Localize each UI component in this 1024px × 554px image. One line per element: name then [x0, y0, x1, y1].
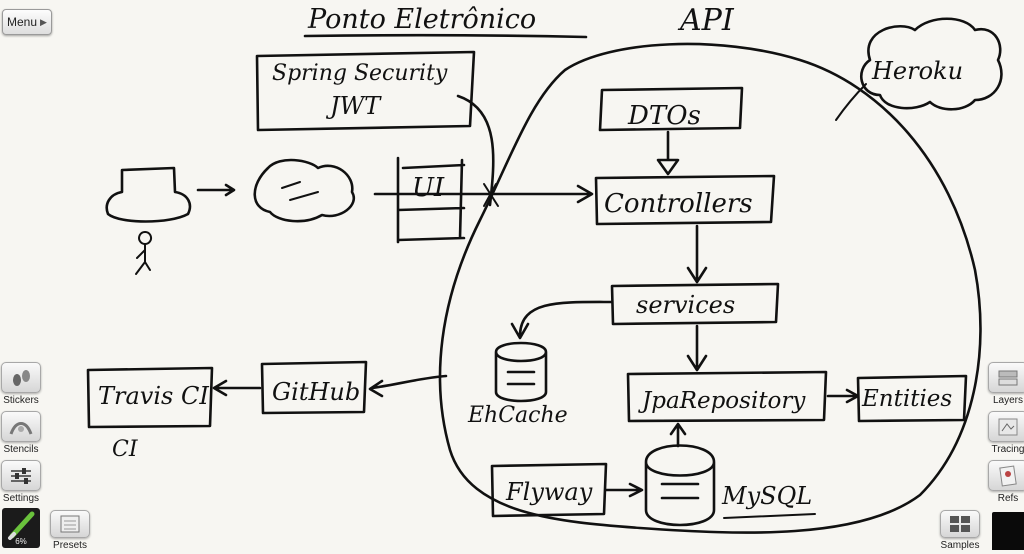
presets-icon [50, 510, 90, 538]
github-label: GitHub [272, 378, 360, 406]
footprint-icon [1, 362, 41, 393]
spring-security-label: Spring Security [272, 61, 448, 86]
jwt-label: JWT [325, 92, 382, 120]
samples-button[interactable]: Samples [940, 510, 980, 554]
services-to-ehcache-arrow [512, 302, 612, 338]
mysql-cylinder-icon [646, 446, 714, 526]
stencils-label: Stencils [3, 444, 38, 455]
jpa-to-entities-arrow [828, 390, 858, 402]
tracing-label: Tracing [992, 444, 1024, 455]
ci-label: CI [112, 437, 139, 462]
internet-cloud [255, 160, 354, 221]
presets-button[interactable]: Presets [50, 510, 90, 554]
jpa-repository-label: JpaRepository [638, 388, 806, 414]
brush-size-percent: 6% [2, 537, 40, 546]
api-boundary [440, 44, 980, 533]
layers-icon [988, 362, 1024, 393]
ui-label: UI [412, 173, 445, 203]
presets-label: Presets [53, 540, 87, 551]
menu-button-label: Menu [7, 15, 37, 29]
services-to-jpa-arrow [688, 326, 706, 370]
person-icon [136, 232, 151, 274]
color-picker-swatch[interactable] [992, 512, 1024, 550]
reference-image-icon [988, 460, 1024, 491]
menu-button[interactable]: Menu ▶ [2, 9, 52, 35]
menu-arrow-icon: ▶ [40, 17, 47, 28]
controllers-to-services-arrow [688, 226, 706, 282]
ehcache-label: EhCache [467, 403, 568, 428]
tracing-icon [988, 411, 1024, 442]
stencils-button[interactable]: Stencils [1, 411, 41, 455]
tracing-button[interactable]: Tracing [988, 411, 1024, 455]
user-to-cloud-arrow [198, 185, 234, 195]
refs-label: Refs [998, 493, 1019, 504]
settings-label: Settings [3, 493, 39, 504]
api-to-github-arrow [370, 376, 446, 396]
controllers-label: Controllers [604, 189, 753, 219]
heroku-label: Heroku [871, 57, 963, 85]
flyway-to-mysql-arrow [606, 484, 642, 496]
ehcache-cylinder-icon [496, 343, 546, 401]
settings-button[interactable]: Settings [1, 460, 41, 504]
request-flow-arrow [375, 186, 592, 202]
layers-label: Layers [993, 395, 1023, 406]
diagram-title: Ponto Eletrônico [307, 4, 536, 35]
dtos-label: DTOs [627, 101, 701, 131]
services-label: services [636, 291, 735, 319]
flyway-label: Flyway [505, 478, 593, 506]
brush-selector[interactable]: 6% [2, 508, 40, 548]
user-hat-icon [107, 168, 190, 222]
internet-cloud-scribble [282, 182, 318, 200]
brush-icon [2, 510, 40, 540]
entities-label: Entities [861, 386, 952, 412]
heroku-connector [836, 84, 866, 120]
mysql-to-jpa-arrow [671, 424, 685, 446]
stickers-button[interactable]: Stickers [1, 362, 41, 406]
dtos-to-controllers-arrow [658, 132, 678, 174]
sliders-icon [1, 460, 41, 491]
layers-button[interactable]: Layers [988, 362, 1024, 406]
mysql-underline [724, 514, 815, 518]
mysql-label: MySQL [721, 482, 812, 510]
samples-grid-icon [940, 510, 980, 538]
travis-ci-label: Travis CI [98, 382, 209, 410]
stickers-label: Stickers [3, 395, 39, 406]
api-label: API [677, 3, 735, 38]
stencil-icon [1, 411, 41, 442]
refs-button[interactable]: Refs [988, 460, 1024, 504]
samples-label: Samples [941, 540, 980, 551]
github-to-travis-arrow [214, 381, 260, 395]
title-underline [305, 35, 586, 37]
